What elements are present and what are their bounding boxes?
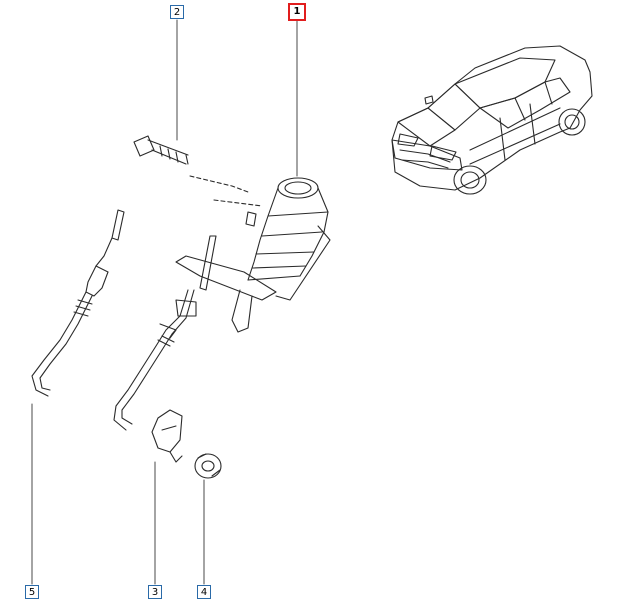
bolt-icon <box>133 135 189 165</box>
hydraulic-pipe-icon <box>113 289 197 431</box>
callout-3[interactable]: 3 <box>148 585 162 599</box>
hydraulic-hose-icon <box>31 209 125 397</box>
callout-1[interactable]: 1 <box>288 3 306 21</box>
retainer-icon <box>194 453 222 479</box>
callout-5[interactable]: 5 <box>25 585 39 599</box>
sedan-car-icon <box>391 45 593 195</box>
callout-4[interactable]: 4 <box>197 585 211 599</box>
clip-icon <box>151 409 183 463</box>
clutch-slave-cylinder-icon <box>175 177 331 333</box>
leader-lines <box>31 19 298 585</box>
callout-2[interactable]: 2 <box>170 5 184 19</box>
